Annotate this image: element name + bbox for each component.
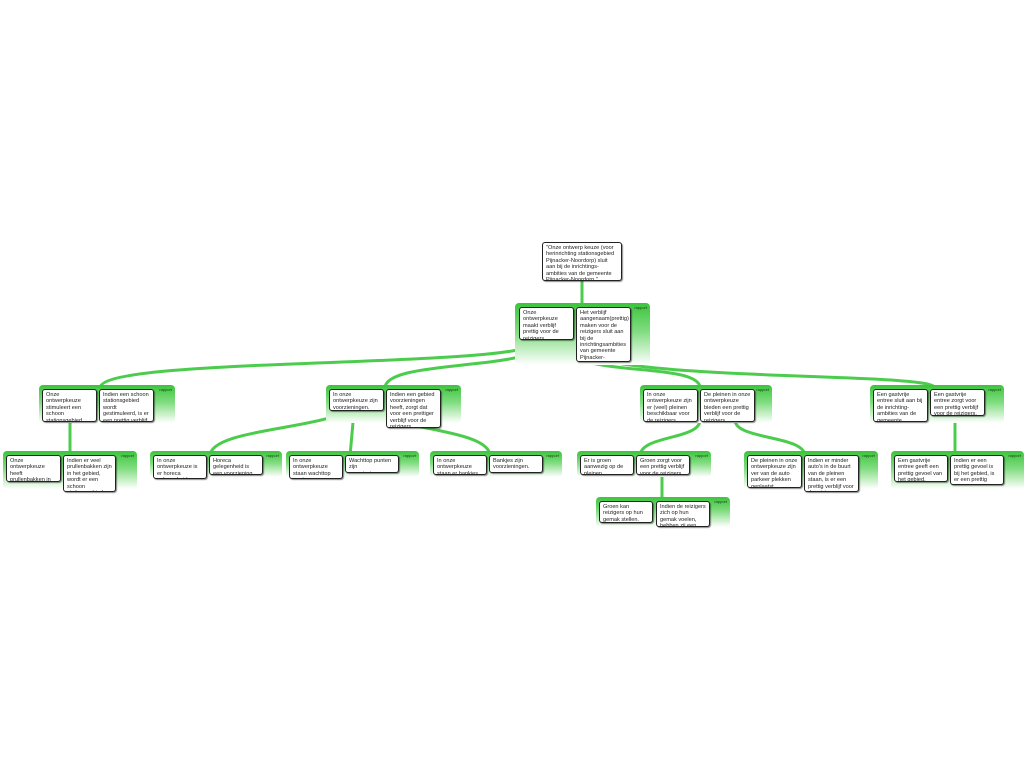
- premise-box[interactable]: Indien er minder auto's in de buurt van …: [804, 455, 859, 492]
- reason-box[interactable]: In onze ontwerpkeuze zijn voorzieningen.: [329, 389, 384, 411]
- rapport-tag: rapport: [266, 453, 279, 458]
- rapport-tag: rapport: [403, 453, 416, 458]
- rapport-tag: rapport: [756, 387, 769, 392]
- reason-box[interactable]: Een gastvrije entree geeft een prettig g…: [894, 455, 948, 482]
- reason-box[interactable]: In onze ontwerpkeuze staan wachttop punt…: [289, 455, 343, 479]
- reason-box[interactable]: Onze ontwerpkeuze maakt verblijf prettig…: [519, 307, 574, 340]
- premise-box[interactable]: Wachttop punten zijn voorzieningen.: [345, 455, 399, 473]
- premise-box[interactable]: Groen zorgt voor een prettig verblijf vo…: [636, 455, 690, 475]
- rapport-tag: rapport: [634, 305, 647, 310]
- link-l2c-l3a: [638, 418, 702, 458]
- rapport-tag: rapport: [988, 387, 1001, 392]
- rapport-tag: rapport: [445, 387, 458, 392]
- premise-box[interactable]: Indien een gebied voorzieningen heeft, z…: [386, 389, 441, 428]
- premise-box[interactable]: Het verblijf aangenaam(prettig) maken vo…: [576, 307, 631, 362]
- reason-box[interactable]: Een gastvrije entree sluit aan bij de in…: [873, 389, 928, 422]
- premise-box[interactable]: Horeca gelegenheid is een voorziening.: [209, 455, 263, 475]
- premise-box[interactable]: Bankjes zijn voorzieningen.: [489, 455, 543, 473]
- premise-box[interactable]: Indien een schoon stationsgebied wordt g…: [99, 389, 154, 422]
- link-l2c-l3b: [733, 418, 807, 458]
- claim-box[interactable]: "Onze ontwerp keuze (voor herinrichting …: [542, 242, 622, 281]
- rapport-tag: rapport: [1008, 453, 1021, 458]
- premise-box[interactable]: Een gastvrije entree zorgt voor een pret…: [930, 389, 985, 416]
- rapport-tag: rapport: [546, 453, 559, 458]
- reason-box[interactable]: Onze ontwerpkeuze stimuleert een schoon …: [42, 389, 97, 422]
- rapport-tag: rapport: [121, 453, 134, 458]
- reason-box[interactable]: Onze ontwerpkeuze heeft prullenbakken in…: [6, 455, 61, 482]
- rapport-tag: rapport: [714, 499, 727, 504]
- reason-box[interactable]: In onze ontwerpkeuze zijn er (veel) plei…: [643, 389, 698, 422]
- rapport-tag: rapport: [695, 453, 708, 458]
- reason-box[interactable]: De pleinen in onze ontwerpkeuze zijn ver…: [747, 455, 802, 488]
- reason-box[interactable]: In onze ontwerpkeuze is er horeca gelege…: [153, 455, 207, 479]
- reason-box[interactable]: In onze ontwerpkeuze staan er bankjes.: [433, 455, 487, 475]
- premise-box[interactable]: Indien de reizigers zich op hun gemak vo…: [656, 501, 710, 527]
- premise-box[interactable]: Indien er veel prullenbakken zijn in het…: [63, 455, 116, 492]
- rapport-tag: rapport: [862, 453, 875, 458]
- premise-box[interactable]: De pleinen in onze ontwerpkeuze bieden e…: [700, 389, 755, 422]
- rapport-tag: rapport: [159, 387, 172, 392]
- premise-box[interactable]: Indien er een prettig gevoel is bij het …: [950, 455, 1004, 485]
- reason-box[interactable]: Er is groen aanwezig op de pleinen.: [580, 455, 634, 475]
- reason-box[interactable]: Groen kan reizigers op hun gemak stellen…: [599, 501, 653, 523]
